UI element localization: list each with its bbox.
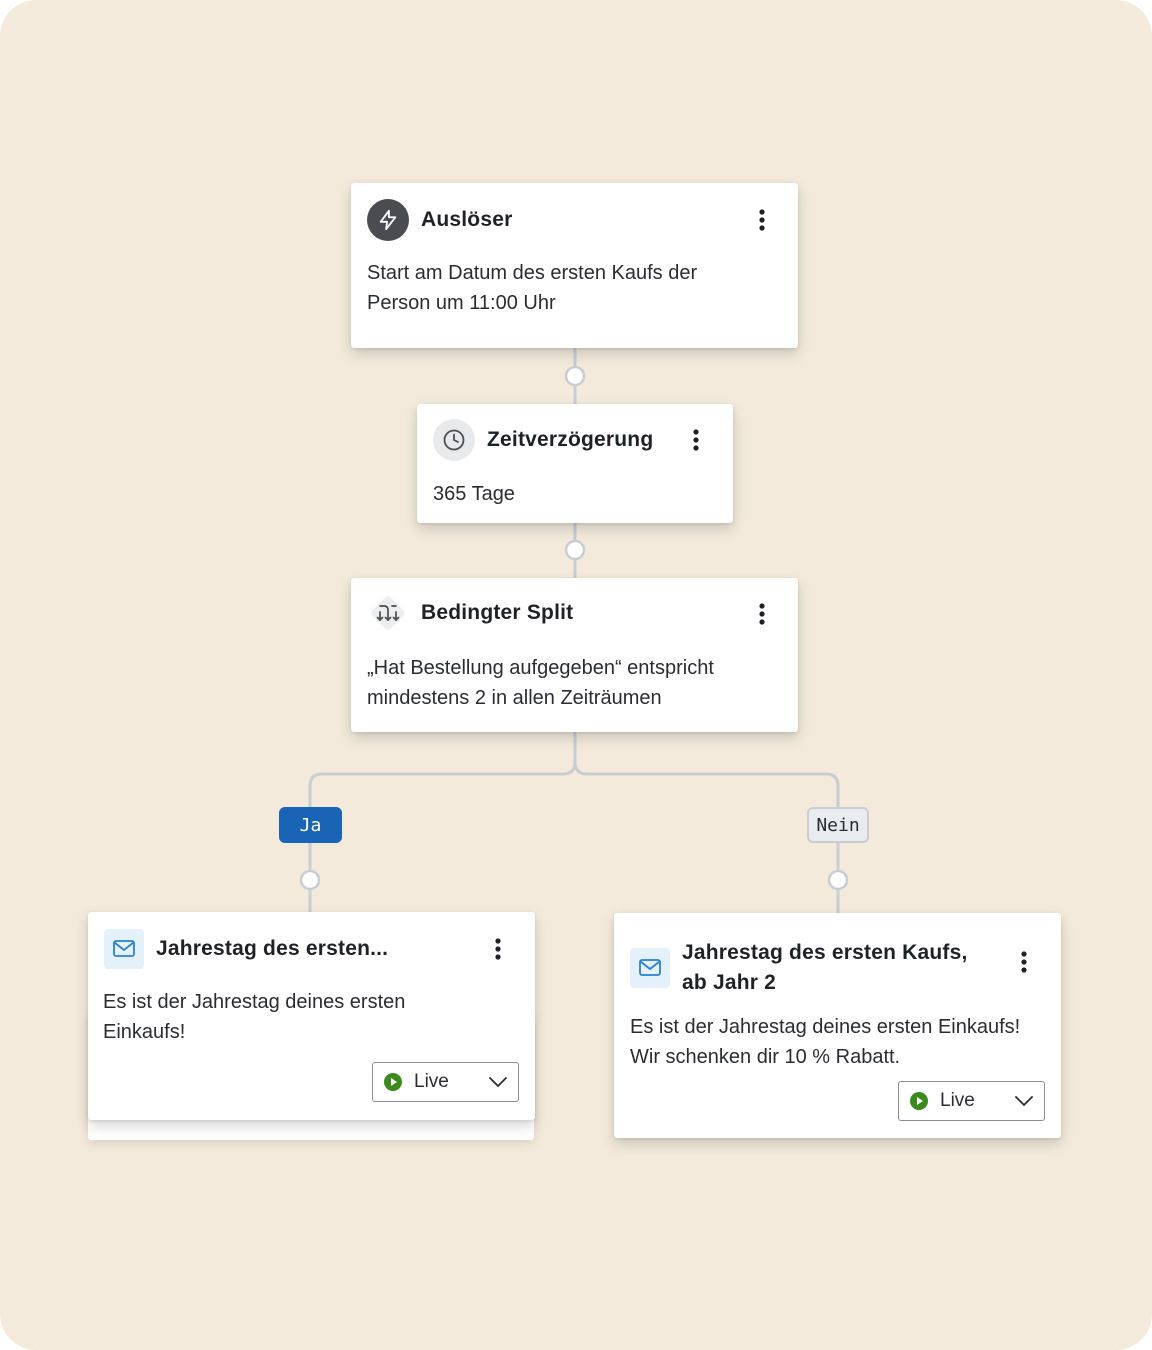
yes-branch-badge[interactable]: Ja xyxy=(279,807,342,843)
connector-node-2 xyxy=(564,539,586,561)
connector-node-yes xyxy=(299,869,321,891)
delay-menu-button[interactable] xyxy=(684,425,708,455)
split-description: „Hat Bestellung aufgegeben“ entspricht m… xyxy=(367,657,714,709)
no-email-menu-button[interactable] xyxy=(1012,947,1036,977)
yes-email-status-label: Live xyxy=(414,1071,449,1092)
split-card[interactable]: Bedingter Split „Hat Bestellung aufgegeb… xyxy=(351,578,798,732)
mail-icon xyxy=(104,929,144,969)
yes-email-title: Jahrestag des ersten... xyxy=(156,937,389,960)
no-branch-badge[interactable]: Nein xyxy=(807,807,869,843)
kebab-icon xyxy=(759,209,765,231)
clock-icon xyxy=(433,419,475,461)
yes-branch-label: Ja xyxy=(299,814,322,836)
no-email-status-dropdown[interactable]: Live xyxy=(898,1081,1045,1121)
trigger-card[interactable]: Auslöser Start am Datum des ersten Kaufs… xyxy=(351,183,798,348)
delay-description: 365 Tage xyxy=(433,483,515,505)
yes-email-status-dropdown[interactable]: Live xyxy=(372,1062,519,1102)
trigger-description: Start am Datum des ersten Kaufs der Pers… xyxy=(367,262,698,314)
kebab-icon xyxy=(495,938,501,960)
kebab-icon xyxy=(693,429,699,451)
yes-email-description: Es ist der Jahrestag deines ersten Einka… xyxy=(103,991,406,1043)
no-email-status-label: Live xyxy=(940,1090,975,1111)
split-icon xyxy=(367,592,409,634)
no-branch-label: Nein xyxy=(816,814,860,836)
kebab-icon xyxy=(1021,951,1027,973)
lightning-icon xyxy=(367,199,409,241)
play-status-icon xyxy=(910,1092,928,1110)
split-title: Bedingter Split xyxy=(421,601,574,624)
connector-node-1 xyxy=(564,365,586,387)
chevron-down-icon xyxy=(1015,1096,1033,1107)
trigger-title: Auslöser xyxy=(421,208,513,231)
kebab-icon xyxy=(759,603,765,625)
no-email-title: Jahrestag des ersten Kaufs, ab Jahr 2 xyxy=(682,941,968,994)
delay-card[interactable]: Zeitverzögerung 365 Tage xyxy=(417,404,733,523)
delay-title: Zeitverzögerung xyxy=(487,428,654,451)
yes-email-menu-button[interactable] xyxy=(486,934,510,964)
yes-email-card[interactable]: Jahrestag des ersten... Es ist der Jahre… xyxy=(88,912,535,1120)
split-menu-button[interactable] xyxy=(750,599,774,629)
play-status-icon xyxy=(384,1073,402,1091)
no-email-card[interactable]: Jahrestag des ersten Kaufs, ab Jahr 2 Es… xyxy=(614,913,1061,1138)
connector-node-no xyxy=(827,869,849,891)
no-email-description: Es ist der Jahrestag deines ersten Einka… xyxy=(630,1016,1021,1068)
chevron-down-icon xyxy=(489,1077,507,1088)
mail-icon xyxy=(630,948,670,988)
trigger-menu-button[interactable] xyxy=(750,205,774,235)
